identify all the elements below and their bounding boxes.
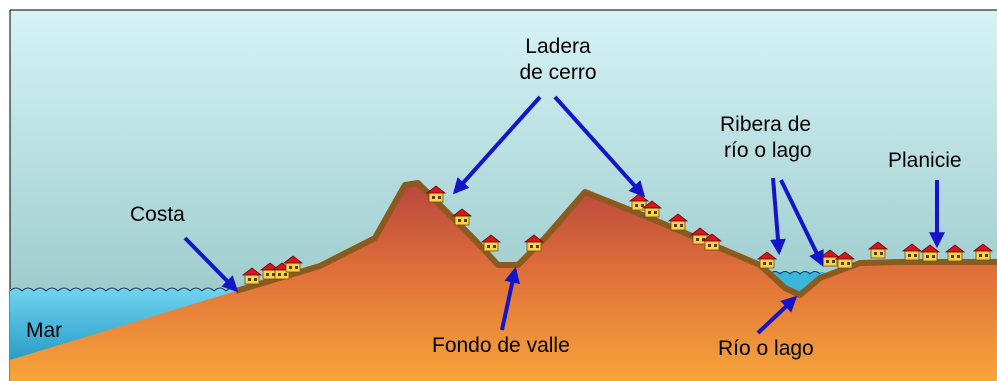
arrows: [183, 95, 945, 335]
label-rio: Río o lago: [718, 337, 814, 360]
arrow-fondo: [500, 266, 521, 331]
label-ladera-line1: Ladera: [525, 35, 591, 58]
arrow-ladera-left: [452, 95, 542, 195]
arrow-rio: [756, 295, 798, 335]
sea-waves: [9, 287, 239, 292]
arrow-ladera-right: [553, 95, 646, 198]
label-planicie: Planicie: [888, 149, 962, 172]
label-ribera: Ribera de río o lago: [720, 112, 812, 164]
label-costa: Costa: [130, 203, 185, 226]
label-mar: Mar: [26, 319, 63, 342]
label-ladera: Ladera de cerro: [498, 34, 618, 86]
label-ladera-line2: de cerro: [519, 61, 597, 84]
terrain: [10, 183, 997, 381]
arrow-costa: [183, 236, 239, 293]
arrow-ribera-left: [769, 177, 786, 256]
label-ribera-line2: río o lago: [724, 139, 812, 162]
sea: [10, 289, 236, 360]
label-ribera-line1: Ribera de: [720, 113, 812, 136]
arrow-ribera-right: [779, 179, 824, 267]
label-fondo: Fondo de valle: [432, 334, 570, 357]
terrain-ridge: [235, 180, 997, 298]
